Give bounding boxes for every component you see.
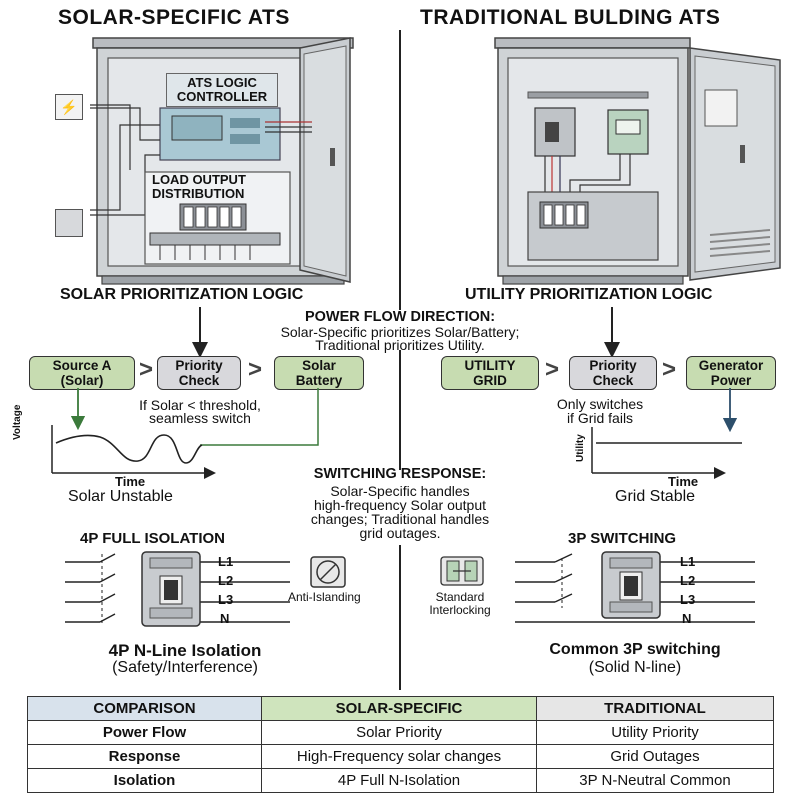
table-header-solar: SOLAR-SPECIFIC — [261, 696, 537, 721]
table-cell: Isolation — [27, 768, 262, 793]
breaker-source-box — [55, 209, 83, 237]
switching-text-3: changes; Traditional handles — [310, 511, 490, 527]
solar-source-box: ⚡ — [55, 94, 83, 120]
interlocking-label-1: Standard — [435, 590, 485, 604]
4p-isolation-subcaption: (Safety/Interference) — [112, 659, 258, 676]
table-cell: Grid Outages — [536, 744, 774, 769]
utility-logic-heading: UTILITY PRIORITIZATION LOGIC — [465, 286, 713, 303]
table-cell: Utility Priority — [536, 720, 774, 745]
power-flow-line-1: Solar-Specific prioritizes Solar/Battery… — [280, 324, 520, 340]
switching-text-4: grid outages. — [359, 525, 441, 541]
left-title: SOLAR-SPECIFIC ATS — [58, 6, 290, 29]
voltage-axis-label: Voltage — [12, 404, 23, 440]
4p-breaker-diagram — [65, 551, 290, 627]
3p-breaker-diagram — [515, 551, 755, 623]
priority-check-label-right: Priority Check — [589, 358, 637, 388]
table-cell: Power Flow — [27, 720, 262, 745]
table-header-traditional: TRADITIONAL — [536, 696, 774, 721]
flow-arrow-2: > — [248, 356, 263, 383]
priority-check-box-left: Priority Check — [157, 356, 241, 390]
grid-fail-note-2: if Grid fails — [566, 410, 634, 426]
right-title: TRADITIONAL BULDING ATS — [420, 6, 721, 29]
3p-switching-subcaption: (Solid N-line) — [588, 659, 682, 676]
right-l1-label: L1 — [680, 554, 696, 569]
table-cell: Response — [27, 744, 262, 769]
grid-utility-graph — [591, 388, 742, 479]
table-header-row: COMPARISON SOLAR-SPECIFIC TRADITIONAL — [27, 696, 774, 721]
4p-isolation-caption: 4P N-Line Isolation — [108, 641, 262, 660]
generator-power-box: Generator Power — [686, 356, 776, 390]
left-l2-label: L2 — [218, 573, 234, 588]
table-row: Response High-Frequency solar changes Gr… — [27, 744, 774, 769]
solar-time-label: Time — [115, 474, 146, 489]
solar-unstable-caption: Solar Unstable — [68, 488, 173, 505]
right-n-label: N — [682, 611, 692, 626]
interlocking-label-2: Interlocking — [429, 603, 491, 617]
solar-ats-cabinet — [90, 37, 354, 285]
utility-axis-label: Utility — [575, 434, 586, 462]
right-l3-label: L3 — [680, 592, 696, 607]
table-header-comparison: COMPARISON — [27, 696, 262, 721]
source-a-solar-box: Source A (Solar) — [29, 356, 135, 390]
grid-time-label: Time — [668, 474, 699, 489]
priority-check-label-left: Priority Check — [175, 358, 223, 388]
table-row: Power Flow Solar Priority Utility Priori… — [27, 720, 774, 745]
grid-fail-note-1: Only switches — [556, 396, 644, 412]
power-flow-line-2: Traditional prioritizes Utility. — [315, 337, 485, 353]
priority-check-box-right: Priority Check — [569, 356, 657, 390]
ats-controller-label: ATS LOGIC CONTROLLER — [166, 73, 278, 107]
anti-islanding-label: Anti-Islanding — [288, 590, 361, 604]
table-cell: Solar Priority — [261, 720, 537, 745]
right-l2-label: L2 — [680, 573, 696, 588]
center-divider — [399, 30, 401, 690]
comparison-table: COMPARISON SOLAR-SPECIFIC TRADITIONAL Po… — [27, 696, 774, 793]
flow-arrow-4: > — [662, 356, 677, 383]
lightning-icon: ⚡ — [60, 99, 78, 115]
solar-threshold-note-1: If Solar < threshold, — [139, 397, 261, 413]
utility-grid-box: UTILITY GRID — [441, 356, 539, 390]
power-flow-heading: POWER FLOW DIRECTION: — [304, 309, 496, 325]
switching-text-2: high-frequency Solar output — [314, 497, 486, 513]
solar-battery-label: Solar Battery — [295, 358, 343, 388]
solar-threshold-note-2: seamless switch — [149, 410, 251, 426]
load-distribution-label: LOAD OUTPUT DISTRIBUTION — [152, 172, 246, 201]
left-l1-label: L1 — [218, 554, 234, 569]
utility-grid-label: UTILITY GRID — [464, 358, 516, 388]
switching-text-1: Solar-Specific handles — [330, 483, 470, 499]
anti-islanding-icon — [310, 556, 346, 588]
traditional-ats-cabinet — [494, 37, 781, 285]
logic-arrows — [192, 307, 620, 358]
interlocking-icon — [440, 556, 484, 586]
solar-voltage-graph — [51, 388, 319, 479]
3p-switching-caption: Common 3P switching — [549, 641, 721, 658]
table-cell: 4P Full N-Isolation — [261, 768, 537, 793]
table-cell: High-Frequency solar changes — [261, 744, 537, 769]
table-cell: 3P N-Neutral Common — [536, 768, 774, 793]
flow-arrow-3: > — [545, 356, 560, 383]
flow-arrow-1: > — [139, 356, 154, 383]
left-l3-label: L3 — [218, 592, 234, 607]
4p-isolation-heading: 4P FULL ISOLATION — [80, 530, 226, 547]
grid-stable-caption: Grid Stable — [615, 488, 696, 505]
solar-battery-box: Solar Battery — [274, 356, 364, 390]
3p-switching-heading: 3P SWITCHING — [568, 530, 677, 547]
switching-response-heading: SWITCHING RESPONSE: — [313, 466, 487, 482]
left-n-label: N — [220, 611, 230, 626]
table-row: Isolation 4P Full N-Isolation 3P N-Neutr… — [27, 768, 774, 793]
generator-power-label: Generator Power — [698, 358, 764, 388]
solar-logic-heading: SOLAR PRIORITIZATION LOGIC — [60, 286, 304, 303]
source-a-label: Source A (Solar) — [52, 358, 112, 388]
